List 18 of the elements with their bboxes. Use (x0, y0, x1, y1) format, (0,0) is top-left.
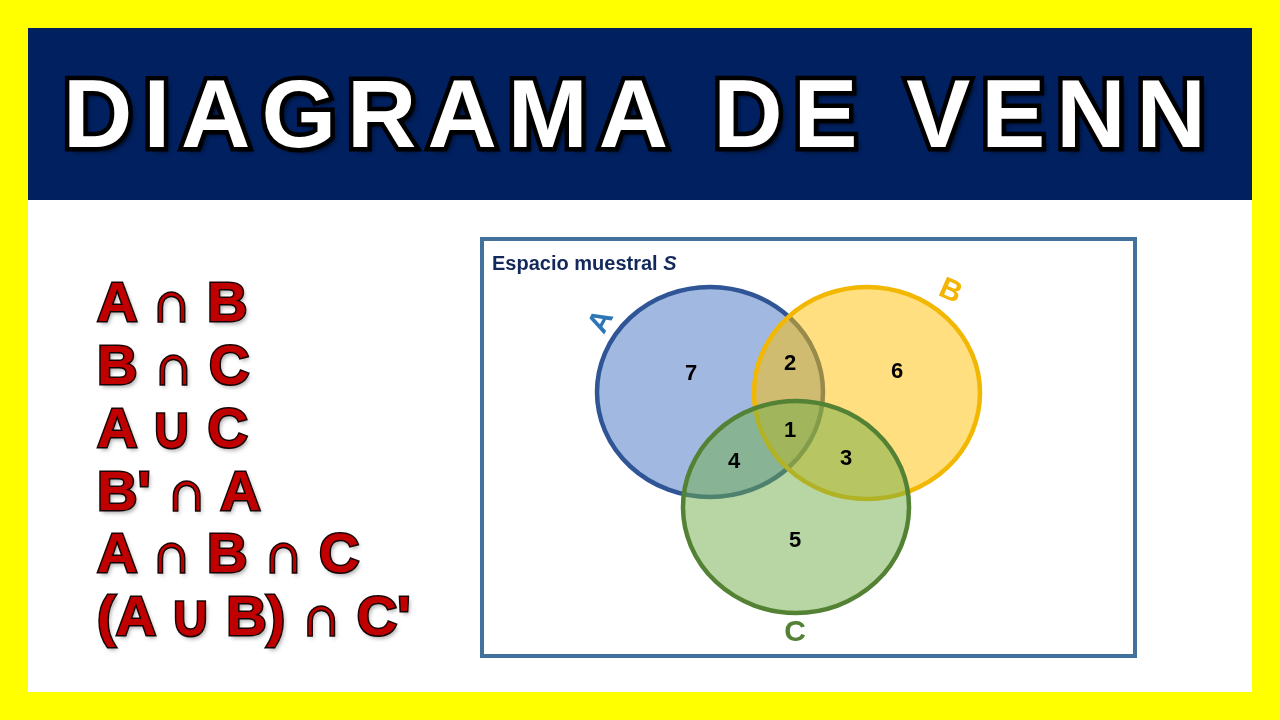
region-count: 4 (727, 449, 741, 473)
diagram-title: DIAGRAMA DE VENN (63, 64, 1217, 164)
set-expression: A ∪ C (97, 400, 248, 456)
frame-title: Espacio muestral S (492, 251, 677, 275)
set-expression: A ∩ B (97, 274, 248, 330)
set-expression: A ∩ B ∩ C (97, 525, 360, 581)
region-count: 7 (684, 361, 698, 385)
sample-space-frame (480, 237, 1137, 658)
region-count: 1 (783, 418, 797, 442)
set-label: B (935, 271, 967, 309)
region-count: 3 (839, 446, 853, 470)
region-count: 6 (890, 359, 904, 383)
set-label: C (784, 616, 806, 646)
set-label: A (581, 304, 619, 338)
set-expression: B ∩ C (97, 337, 250, 393)
region-count: 5 (788, 528, 802, 552)
region-count: 2 (783, 351, 797, 375)
set-expression: B' ∩ A (97, 463, 261, 519)
